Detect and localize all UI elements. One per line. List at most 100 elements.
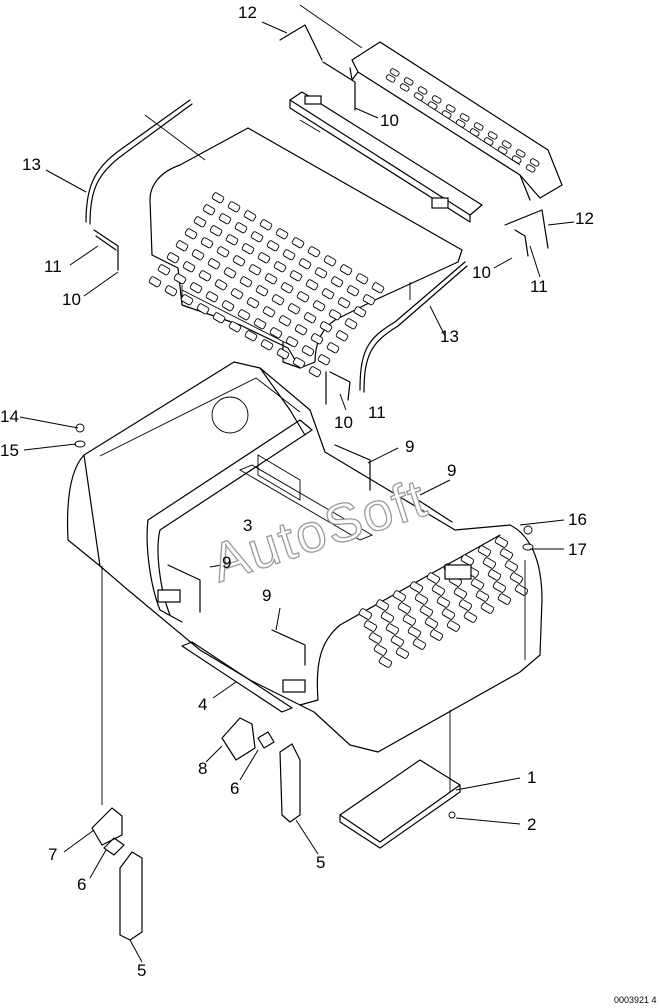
perforation-hole xyxy=(499,548,514,560)
callout-14: 14 xyxy=(0,407,19,426)
perforation-hole xyxy=(441,110,452,119)
perforation-hole xyxy=(514,584,529,596)
perforation-hole xyxy=(395,647,410,659)
perforation-hole xyxy=(248,264,262,276)
callout-15: 15 xyxy=(0,441,19,460)
perforation-hole xyxy=(509,572,524,584)
perforation-hole xyxy=(368,632,383,644)
perforation-hole xyxy=(431,584,446,596)
callout-5: 5 xyxy=(137,961,146,980)
perforation-hole xyxy=(397,602,412,614)
perforation-hole xyxy=(419,605,434,617)
strip-4 xyxy=(181,641,293,713)
perforation-hole xyxy=(363,620,378,632)
perforation-hole xyxy=(414,593,429,605)
perforation-hole xyxy=(307,246,321,258)
perforation-hole xyxy=(214,279,228,291)
perforation-hole xyxy=(262,306,276,318)
perforation-hole xyxy=(337,297,351,309)
perforation-hole xyxy=(289,270,303,282)
perforation-hole xyxy=(173,273,187,285)
perforation-hole xyxy=(209,225,223,237)
top-main-cover xyxy=(148,127,463,378)
perforation-hole xyxy=(429,629,444,641)
perforation-hole xyxy=(291,237,305,249)
perforation-hole xyxy=(196,303,210,315)
perforation-hole xyxy=(275,228,289,240)
perforation-hole xyxy=(310,333,324,345)
perforation-hole xyxy=(328,309,342,321)
perforation-hole xyxy=(285,336,299,348)
perforation-hole xyxy=(445,104,456,113)
perforation-hole xyxy=(362,294,376,306)
perforation-hole xyxy=(453,587,468,599)
perforation-hole xyxy=(475,590,490,602)
perforation-hole xyxy=(212,312,226,324)
perforation-hole xyxy=(323,255,337,267)
perforation-hole xyxy=(276,348,290,360)
perforation-hole xyxy=(227,201,241,213)
perforation-hole xyxy=(463,611,478,623)
perforation-hole xyxy=(225,234,239,246)
perforation-hole xyxy=(389,68,400,77)
callout-4: 4 xyxy=(198,695,207,714)
callout-9: 9 xyxy=(262,586,271,605)
perforation-hole xyxy=(237,309,251,321)
perforation-hole xyxy=(480,602,495,614)
perforation-hole xyxy=(180,294,194,306)
perforation-hole xyxy=(244,330,258,342)
perforation-hole xyxy=(473,122,484,131)
perforation-hole xyxy=(373,644,388,656)
part-2 xyxy=(448,811,456,819)
perforation-hole xyxy=(294,324,308,336)
callout-13: 13 xyxy=(22,155,41,174)
callout-10: 10 xyxy=(380,111,399,130)
perforation-hole xyxy=(266,240,280,252)
perforation-hole xyxy=(269,327,283,339)
perforation-hole xyxy=(492,581,507,593)
perforation-hole xyxy=(460,554,475,566)
perforation-hole xyxy=(202,204,216,216)
perforation-hole xyxy=(511,155,522,164)
callout-9: 9 xyxy=(447,461,456,480)
perforation-hole xyxy=(312,300,326,312)
perforation-hole xyxy=(426,572,441,584)
perforation-hole xyxy=(487,131,498,140)
perforation-hole xyxy=(346,285,360,297)
perforation-hole xyxy=(230,288,244,300)
perforation-hole xyxy=(211,192,225,204)
perforation-hole xyxy=(417,86,428,95)
perforation-hole xyxy=(260,339,274,351)
perforation-hole xyxy=(228,321,242,333)
perforation-hole xyxy=(483,137,494,146)
perforation-hole xyxy=(246,297,260,309)
perforation-hole xyxy=(292,357,306,369)
drawing-code: 0003921 4 xyxy=(614,995,657,1005)
perforation-hole xyxy=(458,599,473,611)
perforation-hole xyxy=(392,590,407,602)
perforation-hole xyxy=(321,288,335,300)
callout-3: 3 xyxy=(243,516,252,535)
perforation-hole xyxy=(344,318,358,330)
perforation-hole xyxy=(200,237,214,249)
perforation-hole xyxy=(525,164,536,173)
perforation-hole xyxy=(314,267,328,279)
perforation-hole xyxy=(402,614,417,626)
perforation-hole xyxy=(319,321,333,333)
perforation-hole xyxy=(424,617,439,629)
perforation-hole xyxy=(497,146,508,155)
callout-16: 16 xyxy=(568,510,587,529)
perforation-hole xyxy=(380,611,395,623)
perforation-hole xyxy=(278,315,292,327)
perforation-hole xyxy=(446,620,461,632)
perforation-hole xyxy=(385,74,396,83)
perforation-hole xyxy=(353,306,367,318)
callout-7: 7 xyxy=(48,845,57,864)
callout-13: 13 xyxy=(440,327,459,346)
perforation-hole xyxy=(271,294,285,306)
perforation-hole xyxy=(378,656,393,668)
perforation-hole xyxy=(375,599,390,611)
perforation-hole xyxy=(459,113,470,122)
perforation-hole xyxy=(303,312,317,324)
